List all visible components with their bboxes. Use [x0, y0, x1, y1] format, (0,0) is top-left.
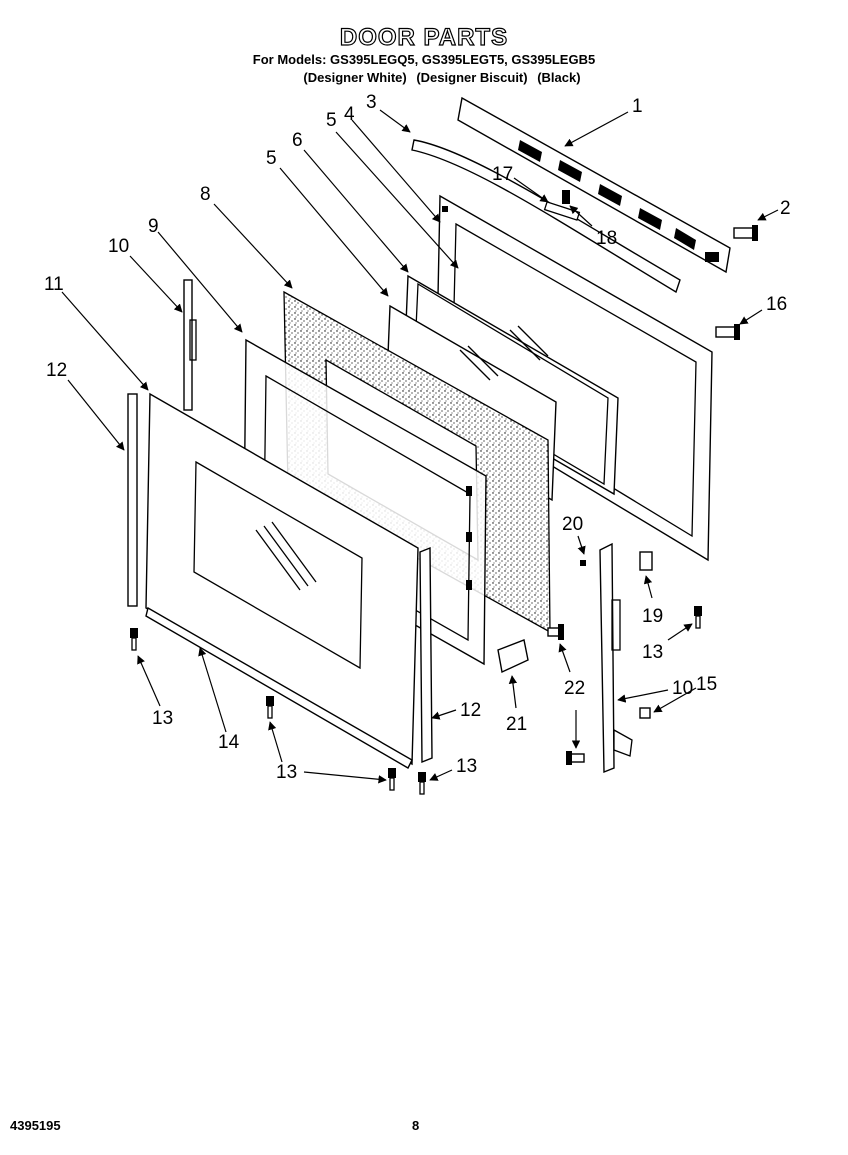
screw-13b — [266, 696, 274, 719]
part-pin-20 — [580, 560, 586, 566]
screw-22-lower — [566, 751, 585, 765]
part-clip-17 — [543, 201, 581, 221]
callout-3: 3 — [366, 92, 377, 113]
callout-12b: 12 — [460, 700, 481, 721]
callout-4: 4 — [344, 104, 355, 125]
variant-black: (Black) — [537, 70, 581, 85]
callout-15: 15 — [696, 674, 717, 695]
callout-19: 19 — [642, 606, 663, 627]
screw-13c — [388, 768, 396, 791]
callout-10b: 10 — [672, 678, 693, 699]
callout-10a: 10 — [108, 236, 129, 257]
part-side-trim-right — [419, 546, 433, 764]
callout-6: 6 — [292, 130, 303, 151]
part-screw-22 — [547, 624, 564, 640]
part-clip-15 — [639, 707, 651, 719]
callout-5a: 5 — [326, 110, 337, 131]
part-screw-16 — [715, 324, 740, 340]
callout-13a: 13 — [152, 708, 173, 729]
leader-lines — [61, 109, 779, 784]
page-number: 8 — [412, 1118, 420, 1133]
screw-13e — [694, 606, 702, 629]
part-bottom-trim — [145, 606, 413, 769]
variant-white: (Designer White) — [303, 70, 407, 85]
part-vent-trim — [457, 96, 731, 274]
callout-16: 16 — [766, 294, 787, 315]
part-hinge-channel-left — [183, 279, 197, 411]
callout-22: 22 — [564, 678, 585, 699]
callout-8: 8 — [200, 184, 211, 205]
callout-5b: 5 — [266, 148, 277, 169]
callout-13d: 13 — [456, 756, 477, 777]
callout-1: 1 — [632, 96, 643, 117]
callout-9: 9 — [148, 216, 159, 237]
callout-13b: 13 — [276, 762, 297, 783]
callout-13e: 13 — [642, 642, 663, 663]
screw-13a — [130, 628, 138, 651]
callout-17: 17 — [492, 164, 513, 185]
part-outer-door — [145, 392, 419, 766]
callout-14: 14 — [218, 732, 240, 753]
callout-21: 21 — [506, 714, 527, 735]
document-number: 4395195 — [10, 1118, 61, 1133]
callout-20: 20 — [562, 514, 583, 535]
part-screw-18 — [562, 190, 570, 204]
callout-2: 2 — [780, 198, 791, 219]
page-title: DOOR PARTS — [339, 23, 509, 51]
callout-18: 18 — [596, 228, 617, 249]
model-variants: (Designer White) (Designer Biscuit) (Bla… — [0, 70, 848, 85]
callout-11: 11 — [44, 274, 64, 295]
variant-biscuit: (Designer Biscuit) — [416, 70, 528, 85]
screw-13d — [418, 772, 426, 795]
part-bracket-19 — [639, 551, 653, 571]
part-handle-trim — [411, 139, 681, 294]
part-side-trim-left — [127, 393, 138, 607]
callout-12a: 12 — [46, 360, 67, 381]
part-hinge-channel-right — [599, 542, 633, 774]
part-hinge-bracket-21 — [497, 639, 529, 674]
part-screw-2 — [733, 225, 758, 241]
models-line: For Models: GS395LEGQ5, GS395LEGT5, GS39… — [252, 52, 596, 67]
